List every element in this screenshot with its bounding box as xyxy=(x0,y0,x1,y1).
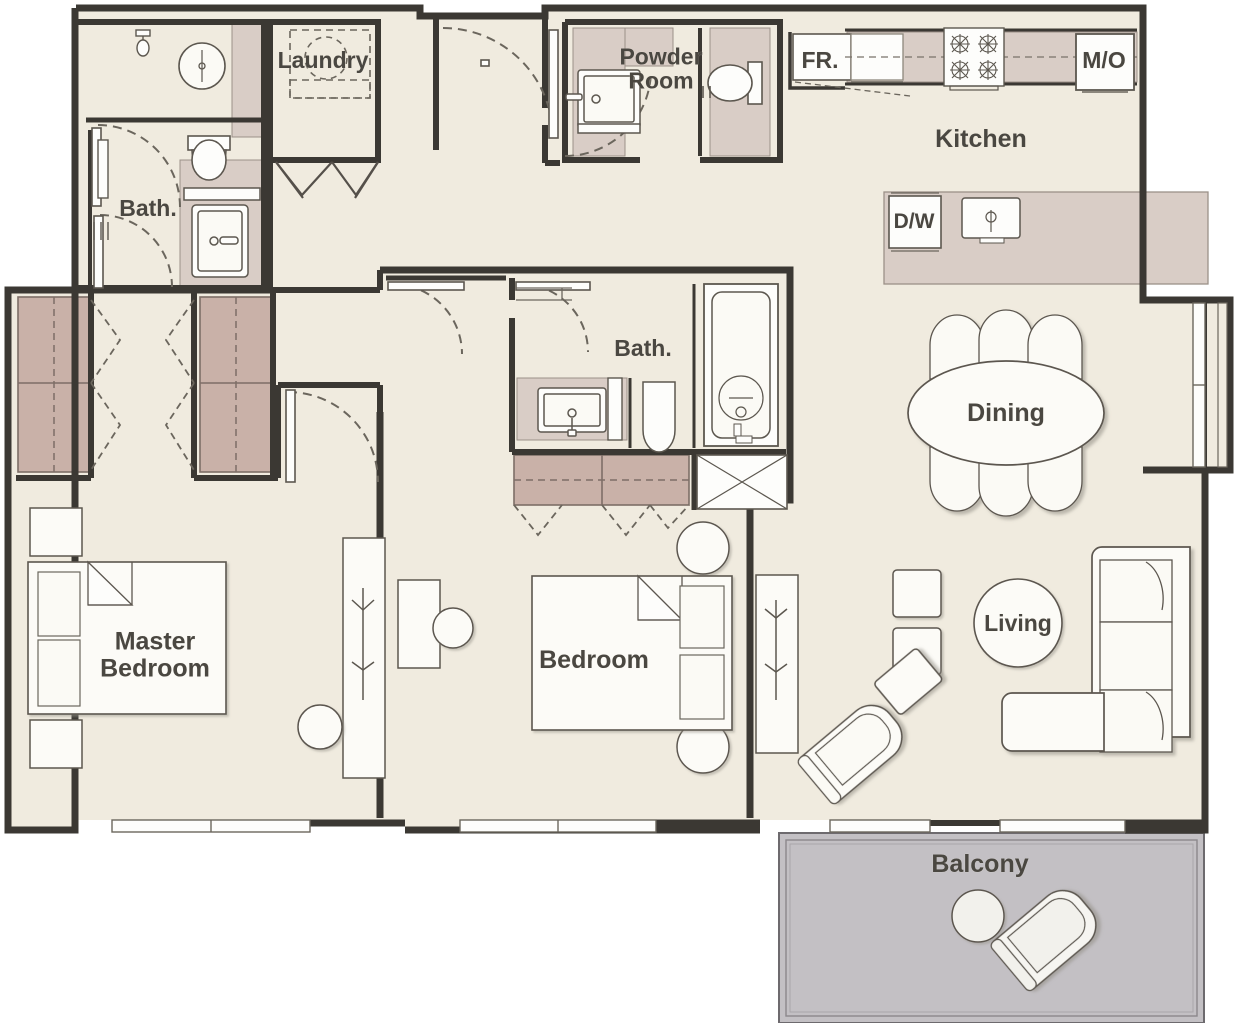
bedroom-furniture xyxy=(397,521,799,774)
kitchen-island-sink xyxy=(961,197,1021,244)
dining-set xyxy=(907,309,1105,517)
living-furniture xyxy=(797,546,1191,805)
powder-room-fixtures xyxy=(565,61,763,134)
windows xyxy=(111,302,1228,833)
bifold-doors xyxy=(90,299,690,537)
bifold-door-leaves xyxy=(275,161,379,199)
balcony-furniture xyxy=(951,889,1097,992)
master-bedroom-furniture xyxy=(27,507,386,779)
master-bath-fixtures xyxy=(93,29,261,278)
kitchen-fixtures xyxy=(792,27,1137,252)
door-leaves xyxy=(91,29,591,483)
closet-fills xyxy=(17,296,690,506)
storage-unit xyxy=(696,454,788,510)
bath-tub xyxy=(703,283,779,447)
second-bath-fixtures xyxy=(516,283,788,510)
walls xyxy=(4,4,1234,834)
kitchen-cooktop xyxy=(943,27,1005,91)
laundry-fixtures xyxy=(289,29,371,99)
